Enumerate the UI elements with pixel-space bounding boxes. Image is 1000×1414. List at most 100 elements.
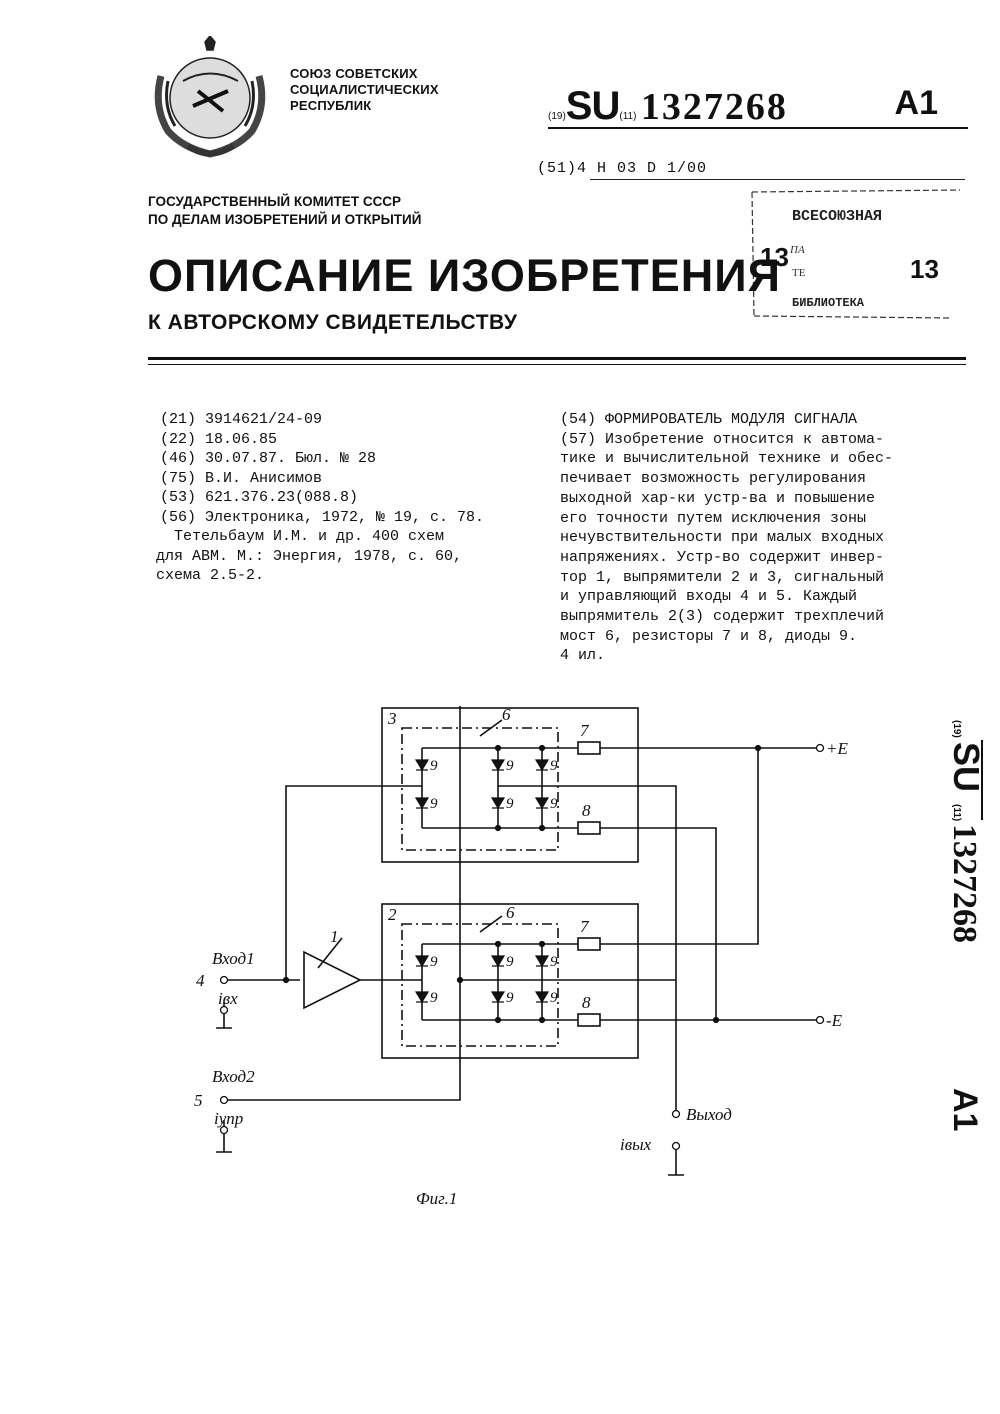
- abstract-line: тике и вычислительной технике и обес-: [560, 449, 932, 469]
- rectifier-2-frame: [382, 904, 638, 1058]
- diode-symbol: [492, 992, 504, 1002]
- abstract-title: (54) ФОРМИРОВАТЕЛЬ МОДУЛЯ СИГНАЛА: [560, 410, 932, 430]
- patent-number: 1327268: [641, 86, 788, 128]
- abstract-line: тор 1, выпрямители 2 и 3, сигнальный: [560, 568, 932, 588]
- side-number: 1327268: [946, 824, 983, 943]
- label-bridge-3: 6: [502, 705, 511, 724]
- abstract-line: мост 6, резисторы 7 и 8, диоды 9.: [560, 627, 932, 647]
- biblio-line: (75) В.И. Анисимов: [160, 469, 484, 489]
- union-name: СОЮЗ СОВЕТСКИХ СОЦИАЛИСТИЧЕСКИХ РЕСПУБЛИ…: [290, 66, 439, 114]
- diode-symbol: [416, 992, 428, 1002]
- country-code: SU: [566, 84, 620, 128]
- stamp-line-2: ПА: [789, 244, 805, 256]
- label-diode: 9: [430, 758, 438, 774]
- library-stamp: ВСЕСОЮЗНАЯ ПА ТЕ БИБЛИОТЕКА 13 13: [750, 188, 962, 320]
- label-input-1-num: 4: [196, 971, 205, 990]
- document-subtitle: К АВТОРСКОМУ СВИДЕТЕЛЬСТВУ: [148, 311, 517, 335]
- union-line-3: РЕСПУБЛИК: [290, 98, 439, 114]
- label-r8-top: 8: [582, 801, 591, 820]
- label-input-2-num: 5: [194, 1091, 203, 1110]
- label-control-current: iупр: [214, 1109, 243, 1128]
- kind-code: A1: [895, 84, 938, 123]
- committee-line-1: ГОСУДАРСТВЕННЫЙ КОМИТЕТ СССР: [148, 193, 421, 211]
- label-inverter: 1: [330, 927, 339, 946]
- label-diode: 9: [506, 954, 514, 970]
- diode-symbol: [416, 798, 428, 808]
- publication-number: (19)SU(11) 1327268 A1: [548, 84, 968, 128]
- label-plus-e: +E: [826, 739, 848, 758]
- union-line-1: СОЮЗ СОВЕТСКИХ: [290, 66, 439, 82]
- bridge-3-frame: [402, 728, 558, 850]
- committee-line-2: ПО ДЕЛАМ ИЗОБРЕТЕНИЙ И ОТКРЫТИЙ: [148, 211, 421, 229]
- abstract-line: напряжениях. Устр-во содержит инвер-: [560, 548, 932, 568]
- bridge-2-frame: [402, 924, 558, 1046]
- label-diode: 9: [550, 954, 558, 970]
- abstract-line: его точности путем исключения зоны: [560, 509, 932, 529]
- label-diode: 9: [550, 796, 558, 812]
- title-rule-thin: [148, 364, 966, 365]
- label-input-1: Вход1: [212, 949, 255, 968]
- stamp-line-1: ВСЕСОЮЗНАЯ: [792, 208, 882, 225]
- code-19: (19): [548, 111, 566, 122]
- diode-symbol: [536, 992, 548, 1002]
- side-patent-number: (19) SU (11) 1327268 A1: [930, 720, 990, 1160]
- diode-symbol: [536, 956, 548, 966]
- label-input-current: iвх: [218, 989, 238, 1008]
- abstract-line: 4 ил.: [560, 646, 932, 666]
- label-diode: 9: [430, 954, 438, 970]
- label-bridge-2: 6: [506, 903, 515, 922]
- biblio-line: (22) 18.06.85: [160, 430, 484, 450]
- label-block-3: 3: [387, 709, 397, 728]
- abstract-line: нечувствительности при малых входных: [560, 528, 932, 548]
- label-diode: 9: [550, 990, 558, 1006]
- label-r7-bottom: 7: [580, 917, 590, 936]
- title-rule-thick: [148, 357, 966, 360]
- label-minus-e: -E: [826, 1011, 843, 1030]
- abstract-line: выходной хар-ки устр-ва и повышение: [560, 489, 932, 509]
- abstract-line: выпрямитель 2(3) содержит трехплечий: [560, 607, 932, 627]
- label-diode: 9: [506, 796, 514, 812]
- label-input-2: Вход2: [212, 1067, 255, 1086]
- abstract-line: печивает возможность регулирования: [560, 469, 932, 489]
- diode-symbol: [416, 760, 428, 770]
- label-diode: 9: [550, 758, 558, 774]
- ipc-underline: [590, 179, 965, 180]
- header-rule: [548, 127, 968, 129]
- biblio-cont-line: Тетельбаум И.М. и др. 400 схем: [160, 527, 484, 547]
- label-output: Выход: [686, 1105, 732, 1124]
- side-kind: A1: [946, 1088, 984, 1131]
- label-diode: 9: [430, 796, 438, 812]
- abstract: (54) ФОРМИРОВАТЕЛЬ МОДУЛЯ СИГНАЛА (57) И…: [560, 410, 932, 666]
- state-emblem: [143, 36, 278, 166]
- figure-caption: Фиг.1: [416, 1189, 457, 1208]
- diode-symbol: [416, 956, 428, 966]
- side-code-19: (19): [951, 720, 962, 738]
- label-block-2: 2: [388, 905, 397, 924]
- label-diode: 9: [506, 758, 514, 774]
- side-code-11: (11): [951, 804, 962, 821]
- stamp-line-3: ТЕ: [792, 267, 806, 279]
- rectifier-3-frame: [382, 708, 638, 862]
- label-output-current: iвых: [620, 1135, 652, 1154]
- abstract-line: и управляющий входы 4 и 5. Каждый: [560, 587, 932, 607]
- biblio-line: (46) 30.07.87. Бюл. № 28: [160, 449, 484, 469]
- diode-symbol: [492, 760, 504, 770]
- union-line-2: СОЦИАЛИСТИЧЕСКИХ: [290, 82, 439, 98]
- diode-symbol: [536, 760, 548, 770]
- label-diode: 9: [430, 990, 438, 1006]
- biblio-cont-line: схема 2.5-2.: [156, 566, 484, 586]
- committee: ГОСУДАРСТВЕННЫЙ КОМИТЕТ СССР ПО ДЕЛАМ ИЗ…: [148, 193, 421, 229]
- ipc-class: (51)4 H 03 D 1/00: [537, 160, 707, 177]
- bibliographic-data: (21) 3914621/24-09 (22) 18.06.85 (46) 30…: [160, 410, 484, 586]
- label-diode: 9: [506, 990, 514, 1006]
- diode-symbol: [492, 956, 504, 966]
- stamp-line-4: БИБЛИОТЕКА: [792, 296, 865, 310]
- stamp-number-right: 13: [910, 254, 939, 284]
- biblio-line: (56) Электроника, 1972, № 19, с. 78.: [160, 508, 484, 528]
- diode-symbol: [536, 798, 548, 808]
- document-title: ОПИСАНИЕ ИЗОБРЕТЕНИЯ: [148, 250, 781, 302]
- code-11: (11): [619, 111, 636, 122]
- diode-symbol: [492, 798, 504, 808]
- biblio-cont-line: для АВМ. М.: Энергия, 1978, с. 60,: [156, 547, 484, 567]
- abstract-line: (57) Изобретение относится к автома-: [560, 430, 932, 450]
